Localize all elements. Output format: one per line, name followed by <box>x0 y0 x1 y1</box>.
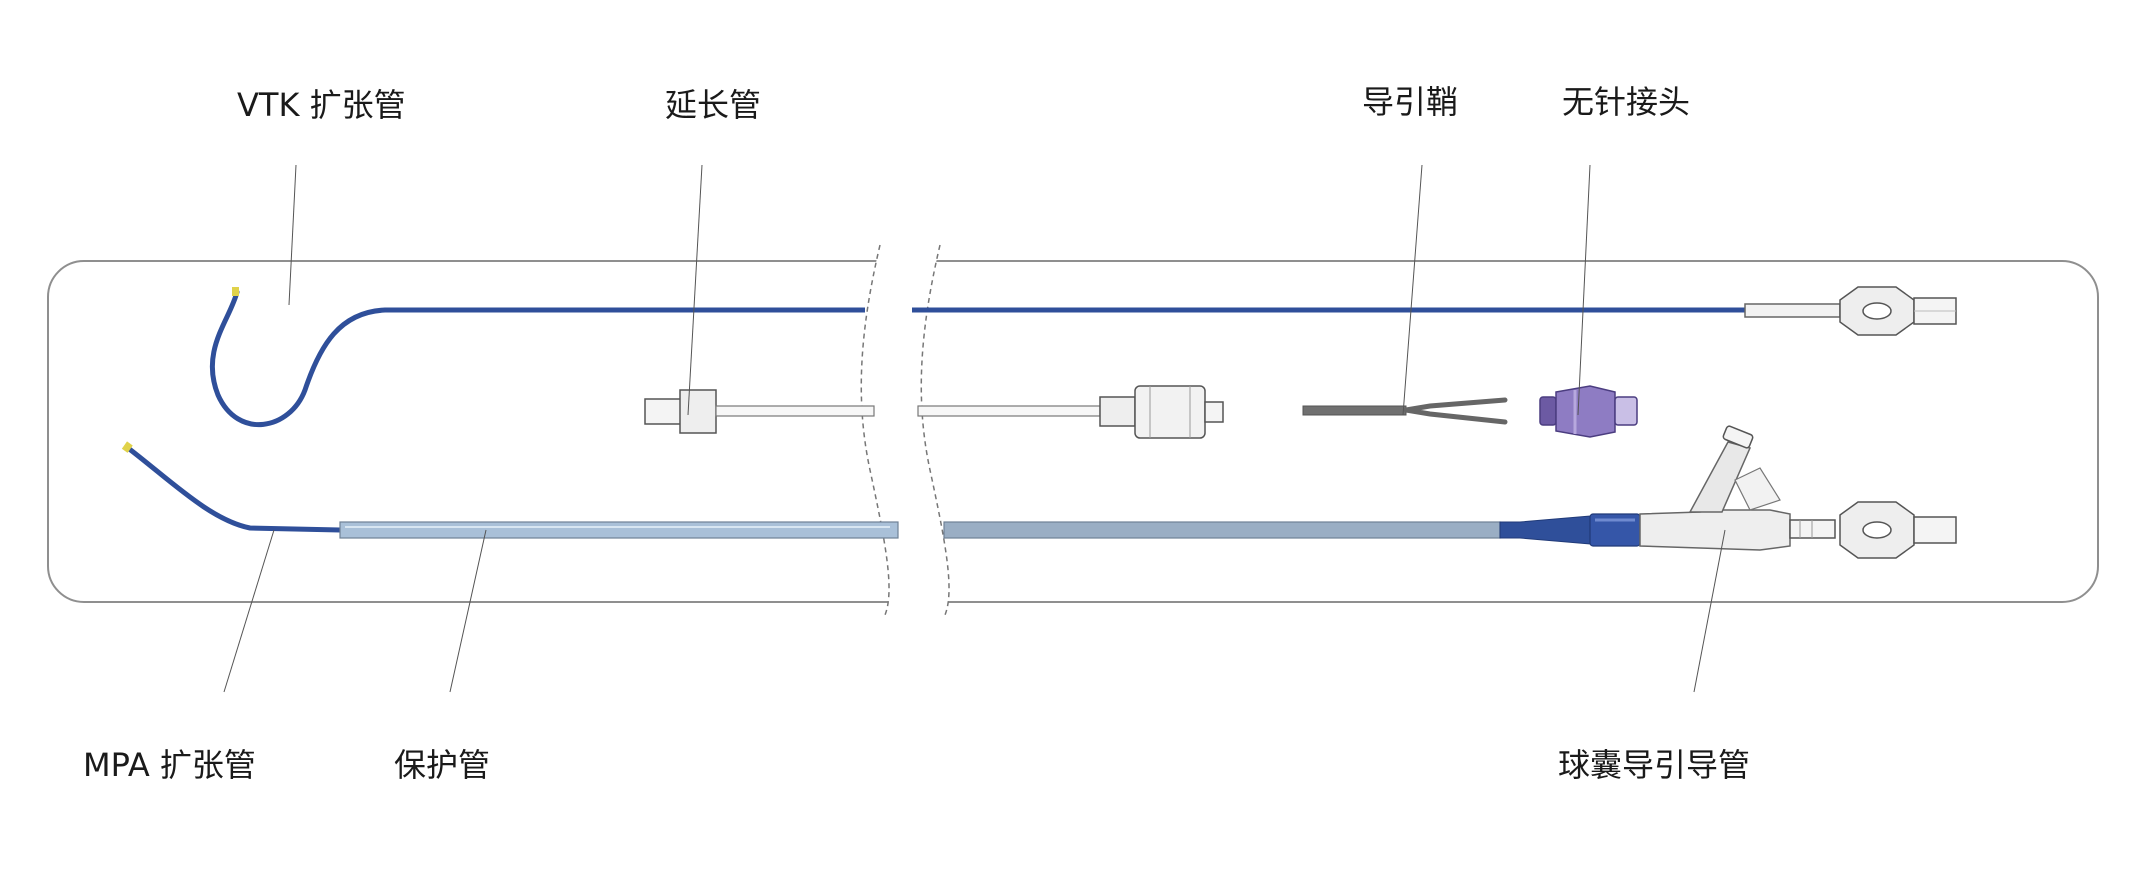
leader-balloon-catheter <box>1693 529 1726 693</box>
ext-right-body <box>1134 385 1206 439</box>
leader-mpa <box>223 529 275 693</box>
label-vtk-dilator: VTK 扩张管 <box>237 86 406 124</box>
leader-connector <box>1577 164 1591 416</box>
label-mpa-dilator: MPA 扩张管 <box>83 746 256 784</box>
tray-outline <box>47 260 2099 603</box>
extension-tube <box>644 385 1224 439</box>
label-extension-tube: 延长管 <box>665 86 762 124</box>
ext-tube-right <box>917 405 1101 417</box>
ext-right-end <box>1204 401 1224 423</box>
vtk-hub-window <box>1862 302 1892 320</box>
needleless-connector <box>1539 385 1638 438</box>
y-hub-side-arm <box>1688 441 1752 513</box>
ext-left-fitting <box>679 389 717 434</box>
sheath-split-tips <box>1403 397 1508 425</box>
label-needleless-connector: 无针接头 <box>1562 83 1691 121</box>
ext-tube-left <box>715 405 875 417</box>
leader-protective <box>449 529 487 693</box>
break-line-left <box>860 244 890 616</box>
sheath-shaft <box>1302 405 1407 416</box>
connector-body <box>1555 385 1616 438</box>
catheter-shaft-right <box>943 521 1501 539</box>
balloon-taper <box>1499 515 1591 545</box>
bottom-hub-window <box>1862 521 1892 539</box>
y-hub-side-cap <box>1722 425 1754 449</box>
leader-vtk <box>288 164 297 306</box>
break-line-right <box>920 244 950 616</box>
mpa-dilator-curve <box>125 445 343 533</box>
vtk-tip <box>232 287 239 296</box>
leader-lines <box>223 164 1726 693</box>
label-guide-sheath: 导引鞘 <box>1362 83 1459 121</box>
vtk-dilator <box>210 286 1957 428</box>
protective-tube-left <box>339 521 899 539</box>
break-gap <box>861 245 950 615</box>
leader-extension <box>687 164 703 416</box>
label-protective-tube: 保护管 <box>394 746 491 784</box>
label-balloon-guide-catheter: 球囊导引导管 <box>1558 746 1751 784</box>
leader-sheath <box>1402 164 1423 416</box>
ext-left-tip <box>644 398 686 425</box>
mpa-tip <box>121 441 133 453</box>
bottom-hub-cap <box>1913 516 1957 544</box>
vtk-hub-neck <box>1744 303 1841 318</box>
vtk-dilator-curve <box>210 289 388 428</box>
y-hub-body <box>1639 509 1791 551</box>
ext-right-collar <box>1099 396 1136 427</box>
connector-left-cap <box>1539 396 1557 426</box>
mpa-assembly <box>121 425 1957 559</box>
y-hub-fin <box>1734 467 1781 511</box>
guide-sheath <box>1302 397 1508 425</box>
connector-right-end <box>1614 396 1638 426</box>
